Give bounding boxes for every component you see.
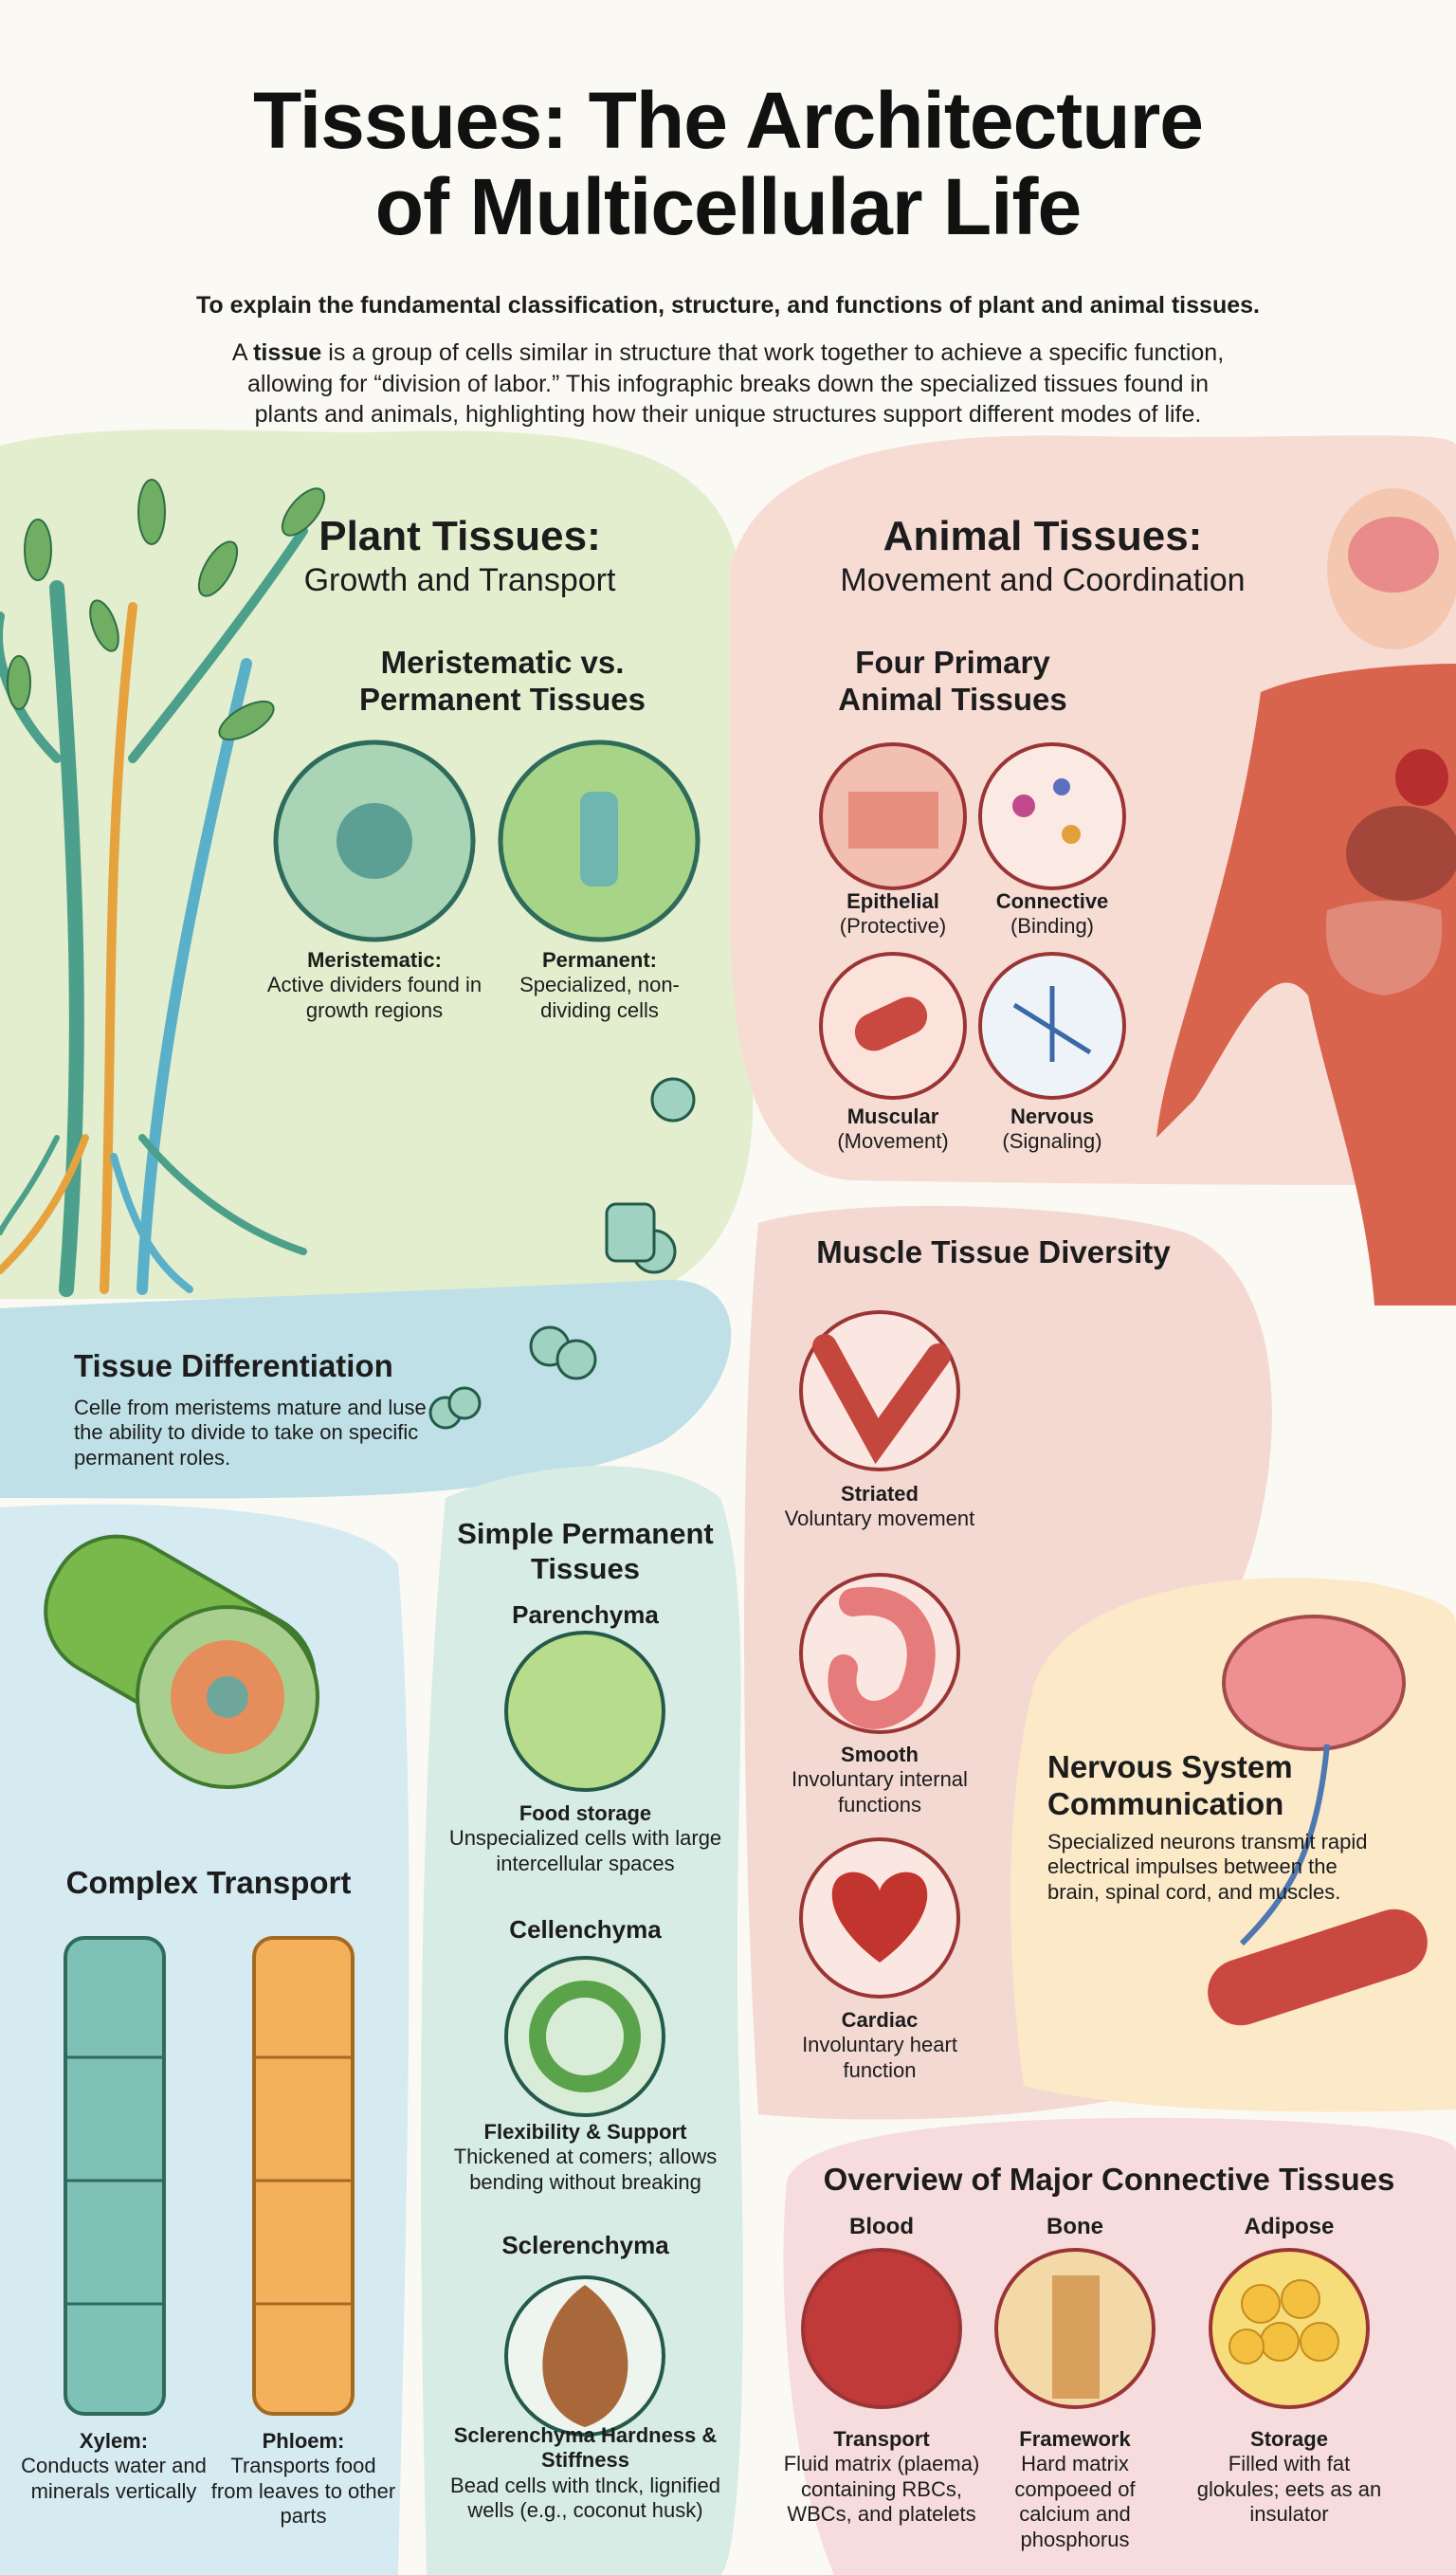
- permanent-label: Permanent:Specialized, non-dividing cell…: [519, 948, 680, 1022]
- sclerenchyma-title: Sclerenchyma: [501, 2231, 669, 2259]
- cell-clusters: [428, 1077, 696, 1430]
- muscular-label: Muscular(Movement): [837, 1105, 949, 1154]
- adipose-title: Adipose: [1244, 2214, 1335, 2239]
- phloem-label: Phloem:Transports food from leaves to ot…: [210, 2429, 396, 2529]
- leaves: [7, 479, 326, 741]
- muscle-heading: Muscle Tissue Diversity: [816, 1234, 1171, 1269]
- human-figure-illustration: [1156, 488, 1456, 1306]
- parenchyma-title: Parenchyma: [512, 1600, 659, 1629]
- collenchyma-title: Cellenchyma: [509, 1915, 662, 1944]
- stem-cross-section-illustration: [44, 1534, 319, 1789]
- differentiation-heading: Tissue Differentiation: [74, 1348, 393, 1383]
- connective-circle: [978, 742, 1126, 890]
- brain-illustration: [1222, 1615, 1406, 1751]
- nervous-label: Nervous(Signaling): [1002, 1105, 1102, 1154]
- intro-text: A tissue is a group of cells similar in …: [231, 339, 1225, 428]
- phloem-tube: [252, 1936, 355, 2416]
- xylem-label: Xylem:Conducts water and minerals vertic…: [21, 2429, 207, 2503]
- simple-tissues-heading: Simple Permanent Tissues: [457, 1517, 714, 1585]
- meristematic-label: Meristematic:Active dividers found in gr…: [266, 948, 482, 1022]
- animal-section-title: Animal Tissues:Movement and Coordination: [840, 513, 1246, 598]
- title-line-2: of Multicellular Life: [374, 161, 1082, 251]
- xylem-tube: [64, 1936, 166, 2416]
- page-subtitle: To explain the fundamental classificatio…: [196, 292, 1260, 319]
- connective-label: Connective(Binding): [995, 889, 1109, 939]
- parenchyma-circle: [504, 1631, 665, 1792]
- epithelial-label: Epithelial(Protective): [839, 889, 947, 939]
- nervous-text: Specialized neurons transmit rapid elect…: [1047, 1830, 1368, 1904]
- four-tissues-heading: Four Primary Animal Tissues: [838, 645, 1067, 717]
- blood-circle: [801, 2248, 962, 2409]
- meristematic-heading: Meristematic vs. Permanent Tissues: [358, 645, 646, 717]
- muscle-fiber-illustration: [1208, 1908, 1428, 2026]
- bone-title: Bone: [1046, 2214, 1103, 2239]
- nervous-heading: Nervous System Communication: [1047, 1749, 1293, 1821]
- blood-title: Blood: [849, 2214, 914, 2239]
- complex-transport-heading: Complex Transport: [65, 1865, 352, 1900]
- tree-illustration: [0, 526, 308, 1297]
- plant-section-title: Plant Tissues:Growth and Transport: [303, 513, 616, 598]
- differentiation-text: Celle from meristems mature and luse the…: [74, 1396, 427, 1470]
- title-line-1: Tissues: The Architecture: [253, 76, 1204, 165]
- connective-heading: Overview of Major Connective Tissues: [823, 2162, 1395, 2197]
